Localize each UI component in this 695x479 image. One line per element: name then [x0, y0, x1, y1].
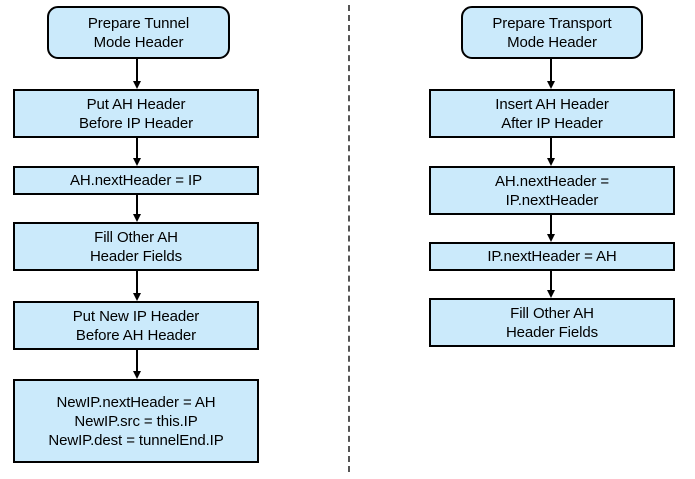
- flow-node-transport-step-2[interactable]: AH.nextHeader = IP.nextHeader: [429, 166, 675, 215]
- flow-node-label: Prepare Transport Mode Header: [492, 14, 612, 51]
- connector-arrow: [136, 350, 138, 372]
- connector-arrow: [136, 59, 138, 82]
- flow-node-label: NewIP.nextHeader = AH NewIP.src = this.I…: [48, 393, 224, 449]
- flow-node-label: Put AH Header Before IP Header: [78, 95, 194, 132]
- flow-node-label: Fill Other AH Header Fields: [89, 228, 183, 265]
- arrowhead-icon: [546, 81, 555, 89]
- arrowhead-icon: [546, 234, 555, 242]
- flow-node-label: AH.nextHeader = IP.nextHeader: [495, 172, 609, 209]
- column-separator: [348, 5, 350, 472]
- flow-node-label: Prepare Tunnel Mode Header: [87, 14, 190, 51]
- flow-node-label: Put New IP Header Before AH Header: [72, 307, 200, 344]
- flow-node-tunnel-step-5[interactable]: NewIP.nextHeader = AH NewIP.src = this.I…: [13, 379, 259, 463]
- flow-node-label: Fill Other AH Header Fields: [505, 304, 599, 341]
- flow-node-transport-step-4[interactable]: Fill Other AH Header Fields: [429, 298, 675, 347]
- arrowhead-icon: [132, 158, 141, 166]
- flow-node-transport-step-3[interactable]: IP.nextHeader = AH: [429, 242, 675, 271]
- arrowhead-icon: [546, 290, 555, 298]
- connector-arrow: [550, 59, 552, 82]
- arrowhead-icon: [132, 81, 141, 89]
- connector-arrow: [550, 215, 552, 235]
- connector-arrow: [136, 195, 138, 215]
- flow-node-tunnel-step-2[interactable]: AH.nextHeader = IP: [13, 166, 259, 195]
- connector-arrow: [136, 271, 138, 294]
- connector-arrow: [136, 138, 138, 159]
- arrowhead-icon: [132, 371, 141, 379]
- arrowhead-icon: [132, 214, 141, 222]
- flow-node-transport-step-1[interactable]: Insert AH Header After IP Header: [429, 89, 675, 138]
- flow-node-tunnel-step-1[interactable]: Put AH Header Before IP Header: [13, 89, 259, 138]
- flow-node-tunnel-step-3[interactable]: Fill Other AH Header Fields: [13, 222, 259, 271]
- flow-node-tunnel-start[interactable]: Prepare Tunnel Mode Header: [47, 6, 230, 59]
- flow-node-transport-start[interactable]: Prepare Transport Mode Header: [461, 6, 643, 59]
- connector-arrow: [550, 271, 552, 291]
- flow-node-label: AH.nextHeader = IP: [69, 172, 203, 189]
- connector-arrow: [550, 138, 552, 159]
- flow-node-tunnel-step-4[interactable]: Put New IP Header Before AH Header: [13, 301, 259, 350]
- flow-node-label: Insert AH Header After IP Header: [495, 95, 609, 132]
- arrowhead-icon: [546, 158, 555, 166]
- flow-node-label: IP.nextHeader = AH: [487, 248, 617, 265]
- arrowhead-icon: [132, 293, 141, 301]
